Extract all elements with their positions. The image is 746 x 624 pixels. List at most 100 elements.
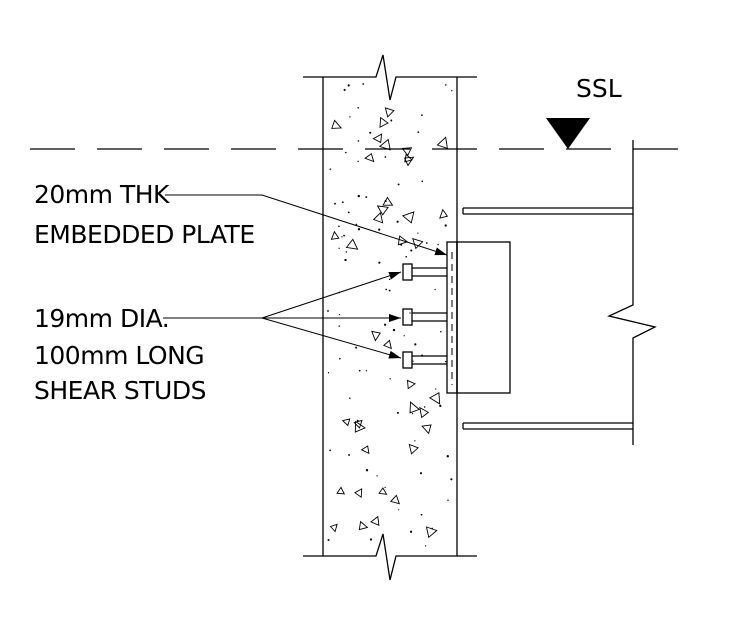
stud-label-line-1: 19mm DIA. <box>34 304 169 333</box>
shear-stud-top <box>402 263 447 281</box>
aggregate-dot <box>431 527 434 530</box>
aggregate-dot <box>444 224 447 227</box>
aggregate-mark <box>379 116 389 128</box>
aggregate-dot <box>390 119 393 122</box>
aggregate-dot <box>344 258 347 262</box>
aggregate-dot <box>414 440 416 442</box>
aggregate-dot <box>409 530 413 533</box>
aggregate-dot <box>396 220 399 223</box>
shear-stud-bottom <box>402 351 447 369</box>
aggregate-dot <box>347 211 350 214</box>
aggregate-dot <box>384 156 387 158</box>
aggregate-dot <box>392 328 396 332</box>
aggregate-dot <box>334 202 336 205</box>
stud-label-line-2: 100mm LONG <box>34 341 204 370</box>
aggregate-dot <box>410 249 413 252</box>
plate-leader-line <box>165 194 448 256</box>
beam-break-line <box>607 140 657 445</box>
aggregate-dot <box>384 486 386 489</box>
aggregate-mark <box>382 339 392 350</box>
aggregate-mark <box>378 487 388 495</box>
aggregate-dot <box>369 538 373 541</box>
plate-label-line-2: EMBEDDED PLATE <box>34 220 255 249</box>
aggregate-dot <box>417 232 419 234</box>
aggregate-dot <box>421 180 424 183</box>
aggregate-mark <box>412 238 424 250</box>
aggregate-dot <box>348 453 351 456</box>
aggregate-mark <box>397 235 409 246</box>
aggregate-dot <box>400 243 403 246</box>
aggregate-mark <box>364 152 375 163</box>
stud-label-line-3: SHEAR STUDS <box>34 376 206 405</box>
aggregate-dot <box>451 89 453 92</box>
aggregate-dot <box>378 261 381 264</box>
aggregate-dot <box>398 509 400 511</box>
aggregate-mark <box>345 238 359 250</box>
aggregate-dot <box>338 247 340 249</box>
aggregate-dot <box>419 472 423 475</box>
aggregate-dot <box>437 243 439 246</box>
aggregate-mark <box>358 520 369 531</box>
aggregate-mark <box>439 208 449 219</box>
connection-plate <box>456 241 511 394</box>
aggregate-mark <box>341 418 351 427</box>
aggregate-mark <box>406 379 417 390</box>
aggregate-mark <box>372 133 383 144</box>
aggregate-mark <box>360 445 370 455</box>
aggregate-dot <box>329 449 331 452</box>
stud-label: 19mm DIA. 100mm LONG SHEAR STUDS <box>34 304 206 405</box>
ssl-level-marker: SSL <box>546 74 622 149</box>
aggregate-dot <box>343 234 345 237</box>
aggregate-dot <box>341 201 344 204</box>
aggregate-dot <box>445 84 447 86</box>
aggregate-mark <box>331 119 343 129</box>
aggregate-dot <box>445 360 447 363</box>
aggregate-dot <box>409 312 411 314</box>
top-break-line <box>303 54 477 101</box>
shear-stud-middle <box>402 308 447 326</box>
bottom-break-line <box>303 533 477 581</box>
aggregate-dot <box>424 545 427 547</box>
aggregate-dot <box>384 200 387 203</box>
aggregate-dot <box>357 228 361 231</box>
aggregate-dot <box>356 419 359 422</box>
aggregate-dot <box>345 251 348 253</box>
plate-label: 20mm THK EMBEDDED PLATE <box>34 180 255 249</box>
aggregate-dot <box>411 412 414 415</box>
aggregate-dot <box>355 223 358 226</box>
aggregate-mark <box>419 406 430 419</box>
aggregate-dot <box>378 228 381 231</box>
aggregate-dot <box>409 411 412 413</box>
aggregate-dot <box>355 346 358 349</box>
aggregate-dot <box>385 288 388 291</box>
aggregate-dot <box>388 278 391 281</box>
aggregate-dot <box>327 310 329 312</box>
aggregate-dot <box>434 288 436 291</box>
aggregate-dot <box>414 343 417 346</box>
aggregate-dot <box>396 411 399 414</box>
aggregate-mark <box>401 211 415 224</box>
aggregate-dot <box>347 84 350 87</box>
aggregate-dot <box>339 357 341 360</box>
aggregate-dot <box>439 404 442 408</box>
aggregate-mark <box>372 211 384 224</box>
aggregate-mark <box>376 205 389 216</box>
aggregate-dot <box>338 325 340 327</box>
aggregate-dot <box>365 469 369 472</box>
ssl-label: SSL <box>576 74 622 103</box>
aggregate-dot <box>329 168 332 170</box>
stud-leader-lines <box>163 271 402 359</box>
aggregate-mark <box>354 488 363 499</box>
aggregate-mark <box>371 330 381 342</box>
aggregate-dot <box>357 194 360 198</box>
aggregate-dot <box>447 499 449 502</box>
aggregate-dot <box>412 360 414 362</box>
aggregate-dot <box>349 116 351 118</box>
aggregate-mark <box>409 401 421 414</box>
aggregate-dot <box>403 335 405 337</box>
aggregate-dot <box>365 370 368 372</box>
aggregate-dot <box>327 539 330 541</box>
aggregate-mark <box>370 515 380 527</box>
aggregate-mark <box>330 230 340 240</box>
aggregate-dot <box>389 378 391 380</box>
